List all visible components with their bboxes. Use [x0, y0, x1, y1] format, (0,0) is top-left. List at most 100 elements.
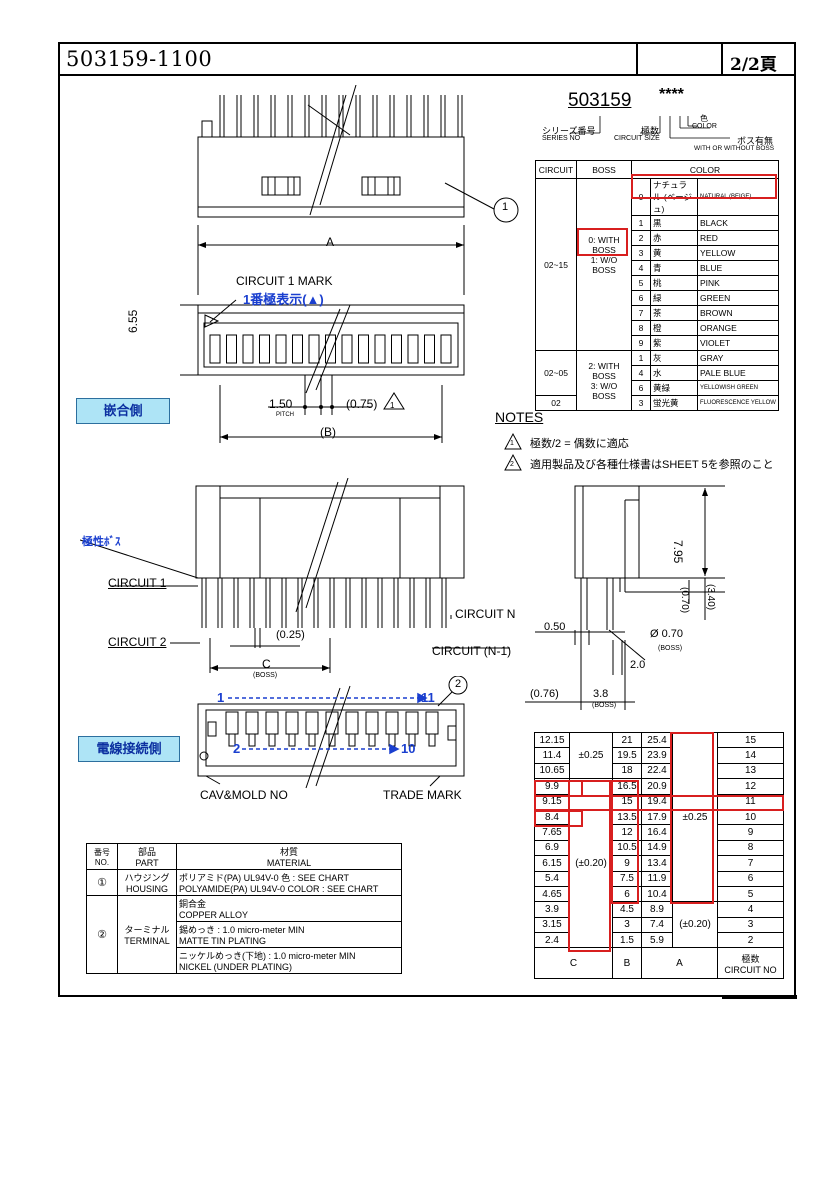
color-en: YELLOWISH GREEN — [697, 380, 779, 396]
pitch-label: PITCH — [276, 412, 294, 418]
dim-a-value: 20.9 — [641, 778, 673, 795]
dim-c-value: 3.9 — [534, 901, 570, 918]
color-en: YELLOW — [697, 245, 779, 261]
color-jp: 黄緑 — [650, 380, 698, 396]
dim-b-value: 4.5 — [612, 901, 642, 918]
dim-b-value: 18 — [612, 762, 642, 780]
wire-side-label: 電線接続側 — [78, 736, 180, 762]
color-en: PINK — [697, 275, 779, 291]
dim-a-value: 8.9 — [641, 901, 673, 918]
color-code: 3 — [631, 245, 651, 261]
circuit-no: 3 — [717, 916, 784, 934]
dim-0-50: 0.50 — [544, 621, 566, 633]
highlight-natural — [631, 174, 777, 199]
h-no-jp: 番号 — [94, 847, 110, 857]
dim-c-boss: (BOSS) — [253, 672, 278, 679]
title-divider — [636, 42, 638, 76]
mark-leader — [209, 299, 237, 323]
dim-a-value: 25.4 — [641, 731, 673, 749]
circuit-label-en: CIRCUIT SIZE — [614, 135, 660, 142]
r2-mat-f: NICKEL (UNDER PLATING) — [179, 962, 293, 972]
h-mat-jp: 材質 — [279, 847, 298, 857]
dim-c-value: 12.15 — [534, 731, 570, 749]
color-en: PALE BLUE — [697, 365, 779, 381]
bottom-pin-11: 11 — [421, 690, 435, 705]
series-label-jp: シリーズ番号 — [542, 126, 596, 136]
circuit-n1-label: CIRCUIT (N-1) — [432, 644, 512, 658]
r1-mat-b: POLYAMIDE(PA) UL94V-0 COLOR : SEE CHART — [179, 884, 379, 894]
color-jp: 黒 — [650, 215, 698, 231]
r2-part-en: TERMINAL — [124, 936, 170, 946]
r2-mat-b: COPPER ALLOY — [179, 910, 249, 920]
color-en: FLUORESCENCE YELLOW — [697, 395, 779, 411]
color-label-en: COLOR — [692, 123, 717, 130]
color-code: 5 — [631, 275, 651, 291]
color-en: GREEN — [697, 290, 779, 306]
right-view-drawing — [525, 485, 725, 710]
dim-c: C — [262, 657, 271, 671]
dim-0-76: (0.76) — [530, 688, 559, 700]
highlight-8-4 — [534, 810, 583, 827]
r2-mat-d: MATTE TIN PLATING — [179, 936, 267, 946]
color-code: 4 — [631, 260, 651, 276]
series-label-en: SERIES NO — [542, 135, 581, 142]
circuit-no: 2 — [717, 932, 784, 949]
r1-part-jp: ハウジング — [124, 873, 170, 883]
circuit-no: 10 — [717, 808, 784, 826]
dim-a-value: 11.9 — [641, 870, 673, 887]
color-en: GRAY — [697, 350, 779, 366]
dim-a-value: 13.4 — [641, 855, 673, 872]
dim-a-value: 5.9 — [641, 932, 673, 949]
color-jp: 赤 — [650, 230, 698, 246]
circuit-no: 14 — [717, 747, 784, 764]
dim-0-75: (0.75) — [346, 397, 378, 411]
page-number: 2/2頁 — [730, 55, 777, 75]
circuit1-mark-jp: 1番極表示(▲) — [243, 292, 324, 307]
note-flags — [504, 432, 522, 471]
tol-top: ±0.25 — [569, 731, 613, 780]
circuit-no: 12 — [717, 778, 784, 795]
color-jp: 緑 — [650, 290, 698, 306]
front-view-drawing — [180, 85, 519, 443]
dim-7-95: 7.95 — [671, 540, 685, 564]
circuit-no: 4 — [717, 901, 784, 918]
dim-a-value: 22.4 — [641, 762, 673, 780]
circuit-no: 15 — [717, 731, 784, 749]
r2-mat-e: ニッケルめっき(下地) : 1.0 micro-meter MIN — [179, 951, 356, 961]
dim-3-8-boss: (BOSS) — [592, 702, 617, 709]
dim-a: A — [326, 235, 335, 249]
dim-2-0: 2.0 — [630, 659, 646, 671]
dim-c-value: 2.4 — [534, 932, 570, 949]
boss-option-with: 0: WITH BOSS — [588, 235, 620, 255]
col-boss: BOSS — [576, 160, 632, 179]
color-jp: 黄 — [650, 245, 698, 261]
title-divider — [721, 42, 723, 76]
note-2-text: 適用製品及び各種仕様書はSHEET 5を参照のこと — [530, 459, 774, 471]
color-jp: 紫 — [650, 335, 698, 351]
dim-b: (B) — [320, 425, 336, 439]
bottom-view-drawing — [197, 676, 468, 789]
dim-b-value: 19.5 — [612, 747, 642, 764]
mating-side-label: 嵌合側 — [76, 398, 170, 424]
note-1-number: 1 — [510, 440, 514, 447]
circuit-no: 7 — [717, 855, 784, 872]
color-code: 3 — [631, 395, 651, 411]
col-circuit: CIRCUIT — [535, 160, 577, 179]
h-part-jp: 部品 — [137, 847, 156, 857]
foot-n-jp: 極数 — [741, 953, 760, 964]
circuit-no: 8 — [717, 839, 784, 857]
color-code: 9 — [631, 335, 651, 351]
color-jp: 水 — [650, 365, 698, 381]
color-code: 7 — [631, 305, 651, 321]
